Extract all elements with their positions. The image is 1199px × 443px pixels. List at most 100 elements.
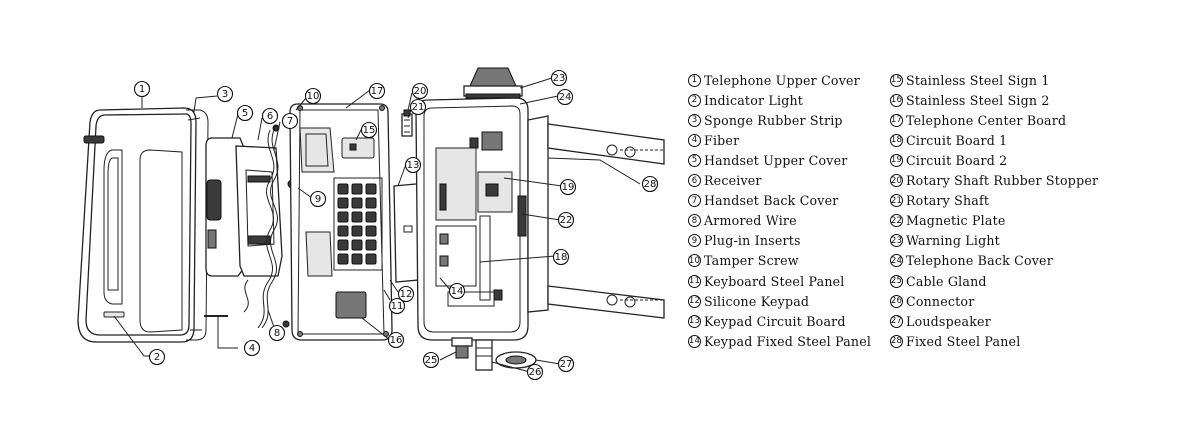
callout-21: 21: [409, 98, 427, 116]
legend-number: 12: [688, 294, 701, 308]
callout-number: 2: [154, 352, 160, 363]
callout-13: 13: [404, 156, 422, 174]
legend-label: Sponge Rubber Strip: [704, 112, 843, 128]
exploded-diagram: 1234567891011121314151617181920212223242…: [77, 67, 665, 381]
legend-label: Armored Wire: [704, 213, 797, 229]
callout-15: 15: [360, 121, 378, 139]
keypad-key: [351, 239, 363, 251]
legend-number: 26: [890, 294, 903, 308]
callout-17: 17: [368, 82, 386, 100]
legend-label: Telephone Center Board: [906, 112, 1067, 128]
legend-label: Handset Upper Cover: [704, 152, 848, 168]
callout-number: 5: [242, 108, 248, 119]
legend-label: Fiber: [704, 132, 740, 148]
callout-number: 19: [562, 182, 575, 193]
legend-label: Cable Gland: [906, 273, 987, 289]
keypad-key: [351, 253, 363, 265]
legend-number: 20: [890, 174, 903, 187]
callout-number: 3: [222, 89, 228, 100]
keypad-key: [365, 183, 377, 195]
legend-number: 5: [688, 153, 701, 167]
legend-number: 3: [688, 113, 701, 127]
legend-number: 24: [890, 254, 903, 268]
keypad-key: [365, 225, 377, 237]
keypad-key: [365, 253, 377, 265]
legend-label: Loudspeaker: [906, 313, 991, 329]
warning-light: [463, 67, 523, 99]
legend-label: Rotary Shaft Rubber Stopper: [906, 173, 1099, 188]
keypad-key: [337, 211, 349, 223]
callout-number: 25: [425, 355, 438, 366]
callout-14: 14: [448, 282, 466, 300]
legend-label: Circuit Board 2: [906, 152, 1008, 168]
legend-number: 28: [890, 334, 903, 348]
legend-label: Fixed Steel Panel: [906, 333, 1021, 349]
callout-number: 18: [555, 252, 568, 263]
legend-number: 21: [890, 194, 903, 208]
legend-label: Keypad Fixed Steel Panel: [704, 333, 872, 349]
callout-number: 14: [451, 286, 464, 297]
callout-11: 11: [388, 297, 406, 315]
callout-number: 7: [287, 116, 293, 127]
legend-label: Telephone Upper Cover: [704, 72, 860, 88]
legend-number: 7: [688, 194, 701, 208]
keypad-key: [365, 211, 377, 223]
legend-label: Plug-in Inserts: [704, 233, 801, 249]
loudspeaker: [495, 351, 537, 369]
callout-number: 9: [315, 194, 321, 205]
legend-number: 17: [890, 113, 903, 127]
callout-27: 27: [557, 355, 575, 373]
legend-number: 1: [688, 73, 701, 87]
legend-number: 10: [688, 254, 701, 268]
callout-10: 10: [304, 87, 322, 105]
callout-number: 27: [560, 359, 573, 370]
keypad-key: [337, 253, 349, 265]
legend-label: Tamper Screw: [704, 253, 799, 269]
legend-label: Handset Back Cover: [704, 193, 839, 209]
fixed-steel-panel: [527, 115, 665, 319]
callout-number: 12: [400, 289, 413, 300]
leader-lines: [113, 77, 641, 373]
legend-label: Keypad Circuit Board: [704, 313, 846, 329]
callout-number: 15: [363, 125, 376, 136]
keypad-key: [337, 197, 349, 209]
callout-6: 6: [261, 107, 279, 125]
callout-number: 6: [267, 111, 273, 122]
legend-number: 15: [890, 73, 903, 87]
callout-number: 26: [529, 367, 542, 378]
legend-label: Connector: [906, 293, 975, 309]
legend-label: Stainless Steel Sign 1: [906, 72, 1050, 88]
keypad-key: [337, 239, 349, 251]
callout-number: 17: [371, 86, 384, 97]
callout-24: 24: [556, 88, 574, 106]
handset: [205, 137, 283, 277]
legend-label: Keyboard Steel Panel: [704, 273, 845, 289]
callout-4: 4: [243, 339, 261, 357]
legend-number: 13: [688, 314, 701, 328]
callout-7: 7: [281, 112, 299, 130]
telephone-upper-cover: [77, 107, 202, 343]
callout-number: 1: [139, 84, 145, 95]
legend-number: 18: [890, 133, 903, 147]
legend-number: 2: [688, 93, 701, 107]
keypad-key: [337, 225, 349, 237]
callout-number: 23: [553, 73, 566, 84]
callout-19: 19: [559, 178, 577, 196]
legend-number: 9: [688, 234, 701, 248]
keypad-key: [365, 239, 377, 251]
keypad-key: [351, 183, 363, 195]
